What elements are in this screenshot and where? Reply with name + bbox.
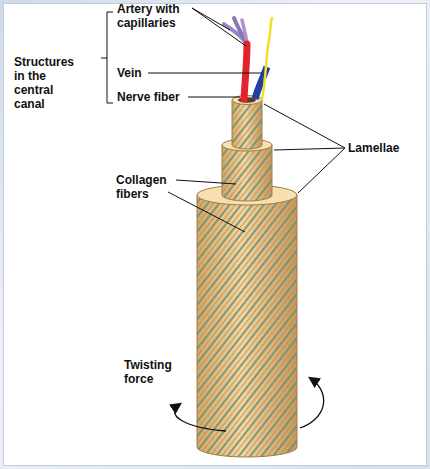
inner-lamella [232,100,262,149]
collagen-fibers [232,100,262,149]
leader-lines [148,8,345,232]
collagen-fibers [197,195,297,457]
capillary [234,18,246,44]
collagen-fibers [222,145,272,201]
leader-line [148,73,262,74]
artery [244,44,247,99]
part-label: Vein [117,66,177,80]
leader-line [188,97,240,98]
leader-line [168,192,245,232]
group-label: Structures in the central canal [14,55,84,111]
twist-arrow [175,404,226,431]
force-label: Twisting force [124,358,189,386]
leader-line [264,104,345,148]
leader-line [298,148,345,193]
leader-line [192,8,230,30]
leader-line [176,180,236,184]
leader-line [192,8,246,46]
part-label: Nerve fiber [117,90,197,104]
nerve-fiber [262,18,272,99]
twist-arrow [300,378,324,428]
leader-line [274,148,345,150]
capillary [242,20,247,44]
part-label: Artery with capillaries [117,2,197,30]
middle-lamella [222,145,272,201]
part-label: Lamellae [348,141,423,155]
bracket [101,12,113,103]
outer-lamella [197,195,297,457]
part-label: Collagen fibers [116,173,186,201]
